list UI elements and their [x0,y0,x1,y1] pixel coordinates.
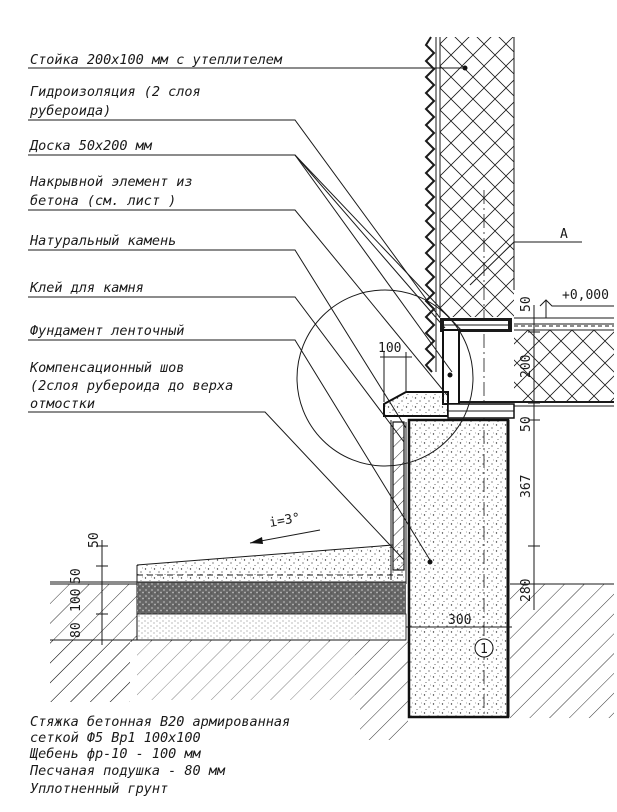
level-value: +0,000 [562,288,609,303]
dim-100-top: 100 [378,341,401,356]
wall-post [424,36,515,715]
label-group: Стойка 200х100 мм с утеплителем Гидроизо… [29,52,283,412]
label-waterproofing-line2: рубероида) [29,103,111,119]
dim-50-top: 50 [519,296,534,312]
layer-screed-line2: сеткой Ф5 Вр1 100х100 [30,730,201,746]
level-mark: +0,000 [539,288,614,318]
dim-200: 200 [519,355,534,378]
dim-50-left-upper: 50 [87,532,102,548]
layer-gravel: Щебень фр-10 - 100 мм [29,746,202,762]
concrete-cover-element [383,391,515,419]
dim-50-left-lower: 50 [69,568,84,584]
board-50x200 [440,318,512,411]
layer-screed-line1: Стяжка бетонная В20 армированная [30,714,290,730]
label-cover-line2: бетона (см. лист ) [30,193,176,209]
layer-sand: Песчаная подушка - 80 мм [29,763,226,779]
label-joint-line3: отмостки [30,396,95,412]
dim-300: 300 [448,613,471,628]
dimension-lines: 100 50 200 50 367 280 300 50 50 100 80 [50,296,540,645]
label-glue: Клей для камня [29,280,144,296]
label-joint-line2: (2слоя рубероида до верха [30,378,233,394]
label-stone: Натуральный камень [29,233,176,249]
dim-100-left: 100 [69,589,84,612]
label-board: Доска 50х200 мм [29,138,153,154]
slope-value: i=3° [268,511,301,531]
dim-367: 367 [519,475,534,498]
slope-mark: i=3° [249,511,321,544]
layer-legend: Стяжка бетонная В20 армированная сеткой … [20,706,360,802]
detail-callout-circle [296,289,474,467]
label-joint-line1: Компенсационный шов [29,360,184,376]
label-waterproofing-line1: Гидроизоляция (2 слоя [30,84,201,100]
floor-slab [447,317,614,408]
blind-area [50,544,407,641]
dim-280: 280 [519,579,534,602]
dim-50-mid: 50 [519,416,534,432]
label-post: Стойка 200х100 мм с утеплителем [30,52,283,68]
ground [50,583,614,740]
layer-soil: Уплотненный грунт [30,781,168,797]
dim-80-left: 80 [69,622,84,638]
detail-mark: А [560,227,568,242]
strip-foundation [407,418,510,719]
label-cover-line1: Накрывной элемент из [29,174,193,190]
axis-mark: 1 [480,642,488,657]
leader-lines [28,67,582,561]
label-foundation: Фундамент ленточный [30,323,184,339]
